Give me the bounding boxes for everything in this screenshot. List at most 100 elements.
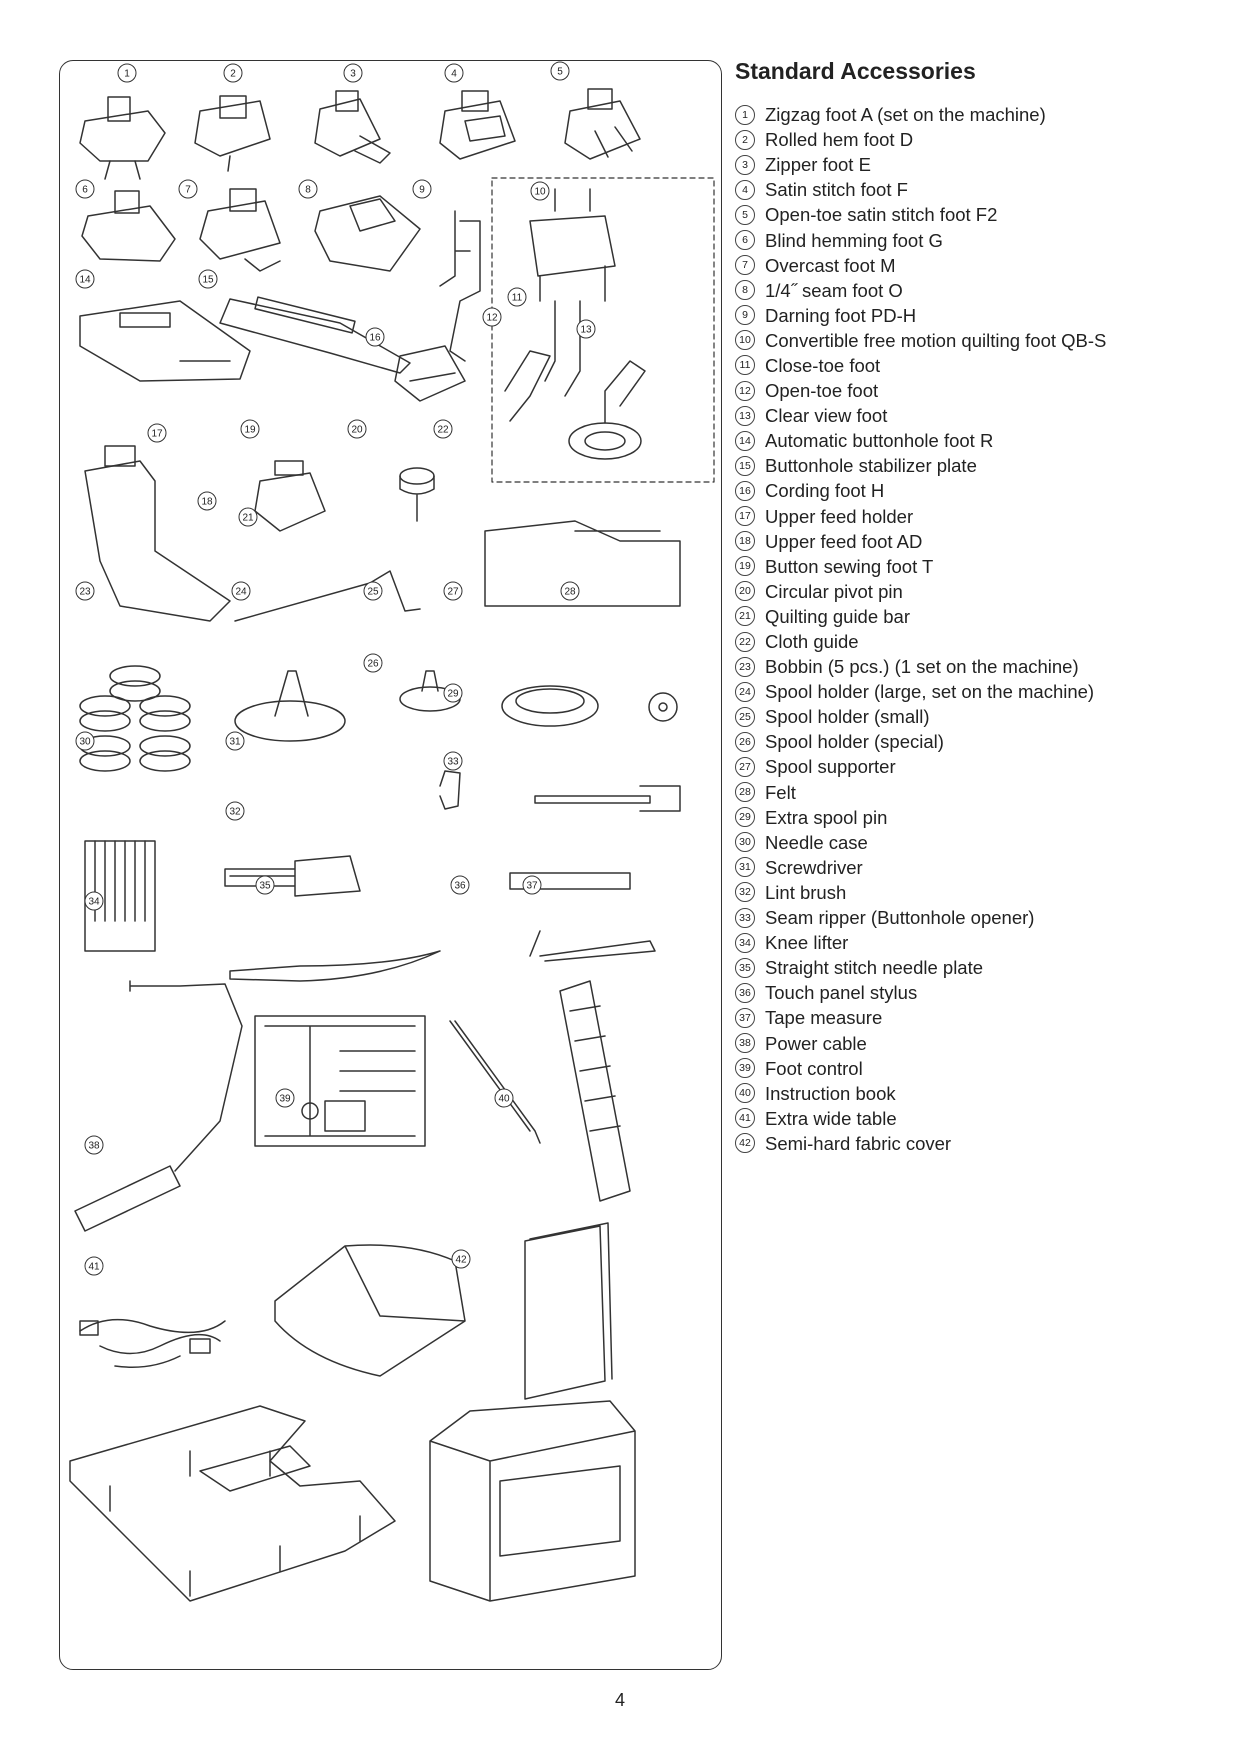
item-number-badge: 4 (735, 179, 755, 200)
item-number-badge: 24 (735, 681, 755, 702)
item-label: Straight stitch needle plate (765, 957, 984, 979)
svg-text:8: 8 (305, 185, 311, 196)
illustration-number-marker: 13 (576, 319, 596, 339)
item-number-badge: 7 (735, 255, 755, 276)
illustration-number-marker: 3 (343, 63, 363, 83)
svg-text:42: 42 (455, 1255, 467, 1266)
item-number-badge: 27 (735, 756, 755, 777)
item-label: Cloth guide (765, 631, 859, 653)
illustration-number-marker: 2 (223, 63, 243, 83)
item-label: Rolled hem foot D (765, 129, 914, 151)
item-label: Knee lifter (765, 932, 849, 954)
item-label: Touch panel stylus (765, 982, 918, 1004)
illustration-number-marker: 1 (117, 63, 137, 83)
item-number-badge: 36 (735, 982, 755, 1003)
item-number-badge: 6 (735, 230, 755, 251)
illustration-number-marker: 40 (494, 1088, 514, 1108)
svg-text:6: 6 (82, 185, 88, 196)
item-label: Zipper foot E (765, 154, 871, 176)
illustration-number-marker: 10 (530, 181, 550, 201)
svg-text:9: 9 (419, 185, 425, 196)
svg-text:4: 4 (451, 69, 457, 80)
item-number-badge: 5 (735, 204, 755, 225)
illustration-number-marker: 20 (347, 419, 367, 439)
item-number-badge: 41 (735, 1108, 755, 1129)
illustration-number-marker: 37 (522, 875, 542, 895)
illustration-number-marker: 36 (450, 875, 470, 895)
illustration-number-marker: 4 (444, 63, 464, 83)
svg-text:35: 35 (259, 881, 271, 892)
svg-text:40: 40 (498, 1094, 510, 1105)
item-number-badge: 28 (735, 782, 755, 803)
item-label: Automatic buttonhole foot R (765, 430, 994, 452)
item-number-badge: 35 (735, 957, 755, 978)
illustration-number-marker: 5 (550, 61, 570, 81)
svg-text:15: 15 (202, 275, 214, 286)
item-label: Convertible free motion quilting foot QB… (765, 329, 1107, 351)
illustration-number-marker: 42 (451, 1249, 471, 1269)
item-number-badge: 17 (735, 506, 755, 527)
svg-text:18: 18 (201, 497, 213, 508)
item-number-badge: 15 (735, 455, 755, 476)
svg-text:1: 1 (124, 69, 130, 80)
item-number-badge: 32 (735, 882, 755, 903)
item-label: Screwdriver (765, 856, 863, 878)
item-label: Spool holder (special) (765, 731, 944, 753)
item-label: Spool holder (small) (765, 706, 930, 728)
illustration-number-marker: 34 (84, 891, 104, 911)
illustration-number-marker: 8 (298, 179, 318, 199)
svg-text:20: 20 (351, 425, 363, 436)
illustration-number-marker: 30 (75, 731, 95, 751)
svg-text:3: 3 (350, 69, 356, 80)
illustration-number-marker: 17 (147, 423, 167, 443)
svg-text:17: 17 (151, 429, 163, 440)
svg-text:7: 7 (185, 185, 191, 196)
list-item: 25 Spool holder (small) (735, 704, 1230, 729)
item-number-badge: 2 (735, 129, 755, 150)
list-item: 19 Button sewing foot T (735, 554, 1230, 579)
svg-text:24: 24 (235, 587, 247, 598)
item-number-badge: 9 (735, 305, 755, 326)
svg-text:21: 21 (242, 513, 254, 524)
item-label: Clear view foot (765, 405, 888, 427)
item-number-badge: 39 (735, 1058, 755, 1079)
list-item: 11 Close-toe foot (735, 353, 1230, 378)
svg-text:37: 37 (526, 881, 538, 892)
item-label: Tape measure (765, 1007, 883, 1029)
item-number-badge: 20 (735, 581, 755, 602)
item-number-badge: 25 (735, 706, 755, 727)
item-number-badge: 22 (735, 631, 755, 652)
item-number-badge: 12 (735, 380, 755, 401)
illustration-number-marker: 16 (365, 327, 385, 347)
svg-text:38: 38 (88, 1141, 100, 1152)
item-label: Close-toe foot (765, 354, 881, 376)
svg-text:31: 31 (229, 737, 241, 748)
item-number-badge: 16 (735, 480, 755, 501)
illustration-number-marker: 23 (75, 581, 95, 601)
illustration-number-marker: 6 (75, 179, 95, 199)
svg-text:36: 36 (454, 881, 466, 892)
item-label: 1/4˝ seam foot O (765, 279, 903, 301)
illustration-number-marker: 9 (412, 179, 432, 199)
illustration-number-marker: 38 (84, 1135, 104, 1155)
item-number-badge: 19 (735, 556, 755, 577)
item-number-badge: 11 (735, 355, 755, 376)
illustration-number-marker: 26 (363, 653, 383, 673)
illustration-number-marker: 11 (507, 287, 527, 307)
item-label: Spool supporter (765, 756, 896, 778)
item-label: Button sewing foot T (765, 555, 934, 577)
